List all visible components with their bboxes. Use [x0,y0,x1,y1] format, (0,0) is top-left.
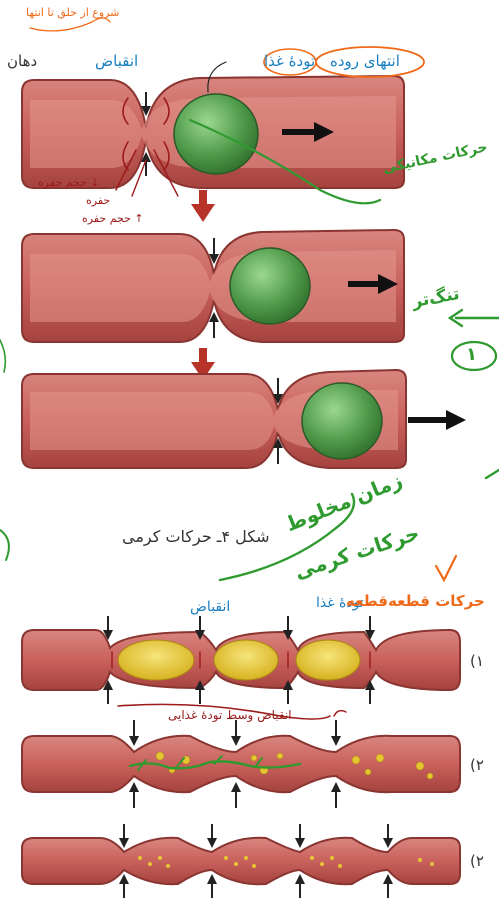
segmentation-tube-1 [22,616,460,704]
segmentation-tube-3 [22,824,460,898]
figure-caption: شکل ۴ـ حرکات کرمی [122,528,270,546]
row-number-3: (۲ [470,852,484,870]
peristalsis-tube-3 [22,370,466,468]
handwritten-top-note: شروع از حلق تا انتها [26,6,119,19]
handwritten-volume-decrease: حجم حفره ↓ [38,176,100,189]
handwritten-segmentation-note: حرکات قطعه‌قطعه [346,592,485,610]
label-intestine-end: انتهای روده [330,52,400,70]
handwritten-volume-increase: حجم حفره ↑ [82,212,144,225]
label-mouth: دهان [7,52,37,70]
handwritten-circled-one: ۱ [466,344,477,365]
food-bolus-1 [174,94,258,174]
row-number-2: (۲ [470,756,484,774]
label-contraction: انقباض [95,52,138,70]
peristalsis-tube-1 [22,76,404,188]
handwritten-mid-contraction: انقباض وسط تودهٔ غذایی [168,708,292,722]
row-number-1: (۱ [470,652,484,670]
food-bolus-2 [230,248,310,324]
red-arrow-1 [191,190,215,222]
label-food-bolus: تودهٔ غذا [264,52,315,70]
food-bolus-3 [302,383,382,459]
handwritten-volume-mid: حفره [86,194,110,207]
label-contraction-segmentation: انقباض [190,598,230,616]
peristalsis-tube-2 [22,230,404,342]
